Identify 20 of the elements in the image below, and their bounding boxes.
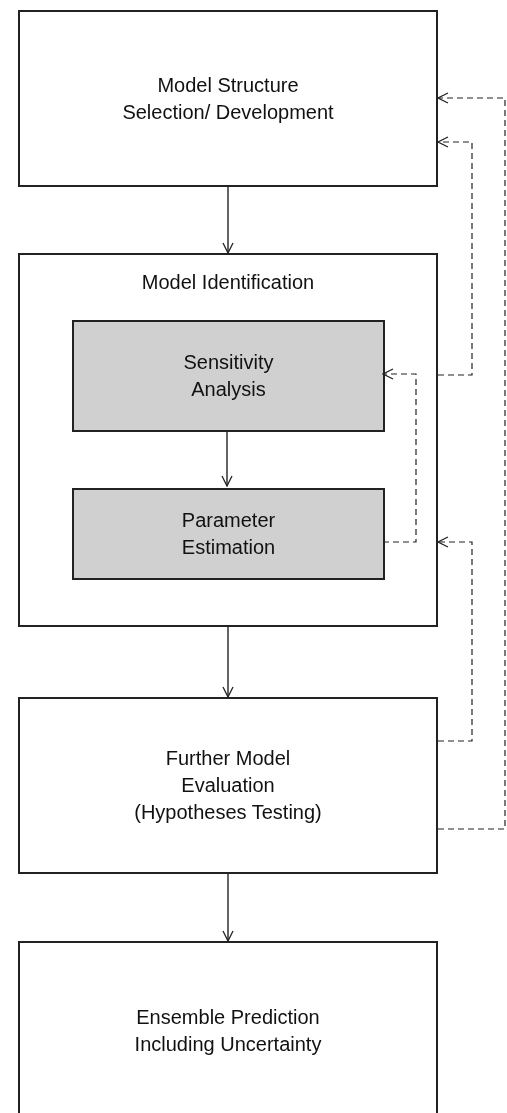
box-label: Ensemble Prediction Including Uncertainty xyxy=(133,1005,323,1057)
stage-box xyxy=(18,697,438,874)
stage-box xyxy=(18,10,438,187)
arrow xyxy=(222,873,234,942)
feedback-arrow xyxy=(382,368,417,543)
arrow xyxy=(221,429,233,487)
stage-box xyxy=(18,253,438,627)
box-label: Parameter Estimation xyxy=(180,508,277,560)
process-box xyxy=(72,488,385,580)
box-label: Further Model Evaluation (Hypotheses Testing) xyxy=(133,746,323,825)
box-label: Model Identification xyxy=(140,270,316,295)
process-box xyxy=(72,320,385,432)
feedback-arrow xyxy=(437,536,473,742)
box-label: Sensitivity Analysis xyxy=(182,350,275,402)
feedback-arrow xyxy=(437,92,506,830)
box-label: Model Structure Selection/ Development xyxy=(121,72,335,125)
arrow xyxy=(222,626,234,698)
arrow xyxy=(222,186,234,254)
stage-box xyxy=(18,941,438,1113)
feedback-arrow xyxy=(437,136,473,376)
